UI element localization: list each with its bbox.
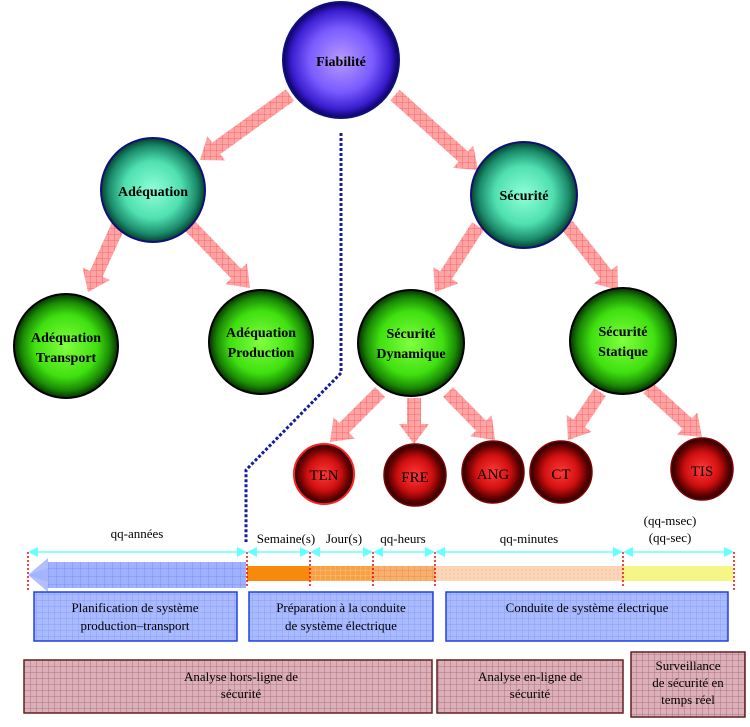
node-adequation-transport-label-line1: Adéquation	[31, 331, 101, 346]
activity-preparation[interactable]: Préparation à la conduite de système éle…	[248, 591, 434, 642]
scale-label-weeks: Semaine(s)	[257, 531, 315, 546]
scale-label-minutes: qq-minutes	[500, 531, 559, 546]
analysis-online-line2: sécurité	[510, 686, 551, 701]
span-minutes-arrow	[435, 547, 623, 557]
arrow-dynamique-to-fre	[399, 398, 429, 444]
dashed-separator-line	[244, 133, 343, 542]
activity-planning[interactable]: Planification de système production–tran…	[33, 591, 238, 642]
arrow-statique-to-ct	[566, 388, 606, 440]
leaf-fre[interactable]: FRE	[383, 443, 447, 507]
scale-label-sec: (qq-sec)	[649, 530, 692, 545]
scale-label-msec: (qq-msec)	[644, 513, 697, 528]
activity-preparation-line1: Préparation à la conduite	[276, 600, 406, 615]
timeline: qq-années Semaine(s) Jour(s) qq-heurs qq…	[27, 513, 735, 592]
leaf-ct-label: CT	[551, 467, 570, 483]
timeline-bar-days	[310, 566, 373, 581]
node-adequation[interactable]: Adéquation	[100, 137, 206, 243]
timeline-markers	[27, 552, 735, 590]
analysis-offline-line2: sécurité	[221, 686, 262, 701]
analysis-online[interactable]: Analyse en-ligne de sécurité	[436, 659, 624, 714]
scale-label-days: Jour(s)	[326, 531, 362, 546]
analysis-online-line1: Analyse en-ligne de	[478, 669, 582, 684]
node-adequation-label: Adéquation	[118, 185, 188, 200]
arrow-statique-to-tis	[643, 382, 702, 437]
leaf-ten[interactable]: TEN	[293, 443, 355, 505]
activity-operation-line1: Conduite de système électrique	[506, 600, 669, 615]
activity-preparation-line2: de système électrique	[285, 618, 397, 633]
node-fiabilite-label: Fiabilité	[316, 55, 366, 70]
node-securite[interactable]: Sécurité	[470, 141, 578, 249]
leaf-ct[interactable]: CT	[529, 440, 593, 504]
leaf-ang[interactable]: ANG	[461, 440, 525, 504]
arrow-fiabilite-to-securite	[390, 89, 478, 170]
span-seconds-arrow	[623, 547, 734, 557]
node-securite-dynamique[interactable]: Sécurité Dynamique	[357, 289, 465, 397]
leaf-tis-label: TIS	[691, 464, 714, 480]
span-years-arrow	[28, 547, 247, 557]
leaf-ang-label: ANG	[477, 467, 510, 483]
arrow-securite-to-dynamique	[433, 222, 484, 292]
timeline-bar-hours	[373, 566, 435, 581]
arrow-fiabilite-to-adequation	[200, 89, 295, 161]
node-adequation-transport-label-line2: Transport	[36, 351, 97, 366]
activity-planning-line2: production–transport	[80, 618, 189, 633]
node-securite-dynamique-label-line1: Sécurité	[387, 327, 436, 342]
analysis-realtime-line2: de sécurité en	[652, 675, 724, 690]
leaf-fre-label: FRE	[401, 470, 429, 486]
analysis-realtime-line1: Surveillance	[656, 658, 721, 673]
timeline-arrowhead	[28, 558, 48, 592]
node-adequation-production[interactable]: Adéquation Production	[208, 289, 314, 395]
node-adequation-production-label-line1: Adéquation	[226, 326, 296, 341]
tree-arrows	[82, 89, 702, 444]
node-adequation-transport[interactable]: Adéquation Transport	[13, 293, 119, 399]
timeline-span-arrows	[28, 547, 734, 557]
leaf-ten-label: TEN	[309, 468, 338, 484]
timeline-bar-seconds	[623, 566, 733, 581]
timeline-bar-years	[28, 562, 246, 588]
arrow-adequation-to-production	[185, 221, 250, 288]
arrow-securite-to-statique	[561, 220, 618, 290]
node-fiabilite[interactable]: Fiabilité	[282, 1, 400, 119]
node-securite-statique[interactable]: Sécurité Statique	[569, 287, 677, 395]
node-securite-statique-label-line2: Statique	[598, 345, 648, 360]
analysis-realtime[interactable]: Surveillance de sécurité en temps réel	[630, 651, 746, 718]
span-hours-arrow	[373, 547, 435, 557]
activity-planning-line1: Planification de système	[71, 600, 198, 615]
node-securite-label: Sécurité	[500, 189, 549, 204]
timeline-bar-minutes	[435, 566, 623, 581]
arrow-dynamique-to-ten	[330, 387, 385, 442]
span-days-arrow	[310, 547, 373, 557]
scale-label-years: qq-années	[111, 526, 164, 541]
activity-operation[interactable]: Conduite de système électrique	[445, 591, 729, 642]
node-securite-dynamique-label-line2: Dynamique	[376, 347, 445, 362]
analysis-realtime-line3: temps réel	[661, 692, 715, 707]
analysis-offline-line1: Analyse hors-ligne de	[184, 669, 298, 684]
node-adequation-production-label-line2: Production	[228, 346, 295, 361]
analysis-offline[interactable]: Analyse hors-ligne de sécurité	[23, 659, 433, 714]
timeline-bar-weeks	[247, 566, 310, 581]
leaf-tis[interactable]: TIS	[670, 437, 734, 501]
arrow-adequation-to-transport	[82, 223, 125, 292]
node-securite-statique-label-line1: Sécurité	[599, 325, 648, 340]
span-weeks-arrow	[247, 547, 310, 557]
arrow-dynamique-to-ang	[443, 387, 495, 440]
scale-label-hours: qq-heurs	[380, 531, 426, 546]
